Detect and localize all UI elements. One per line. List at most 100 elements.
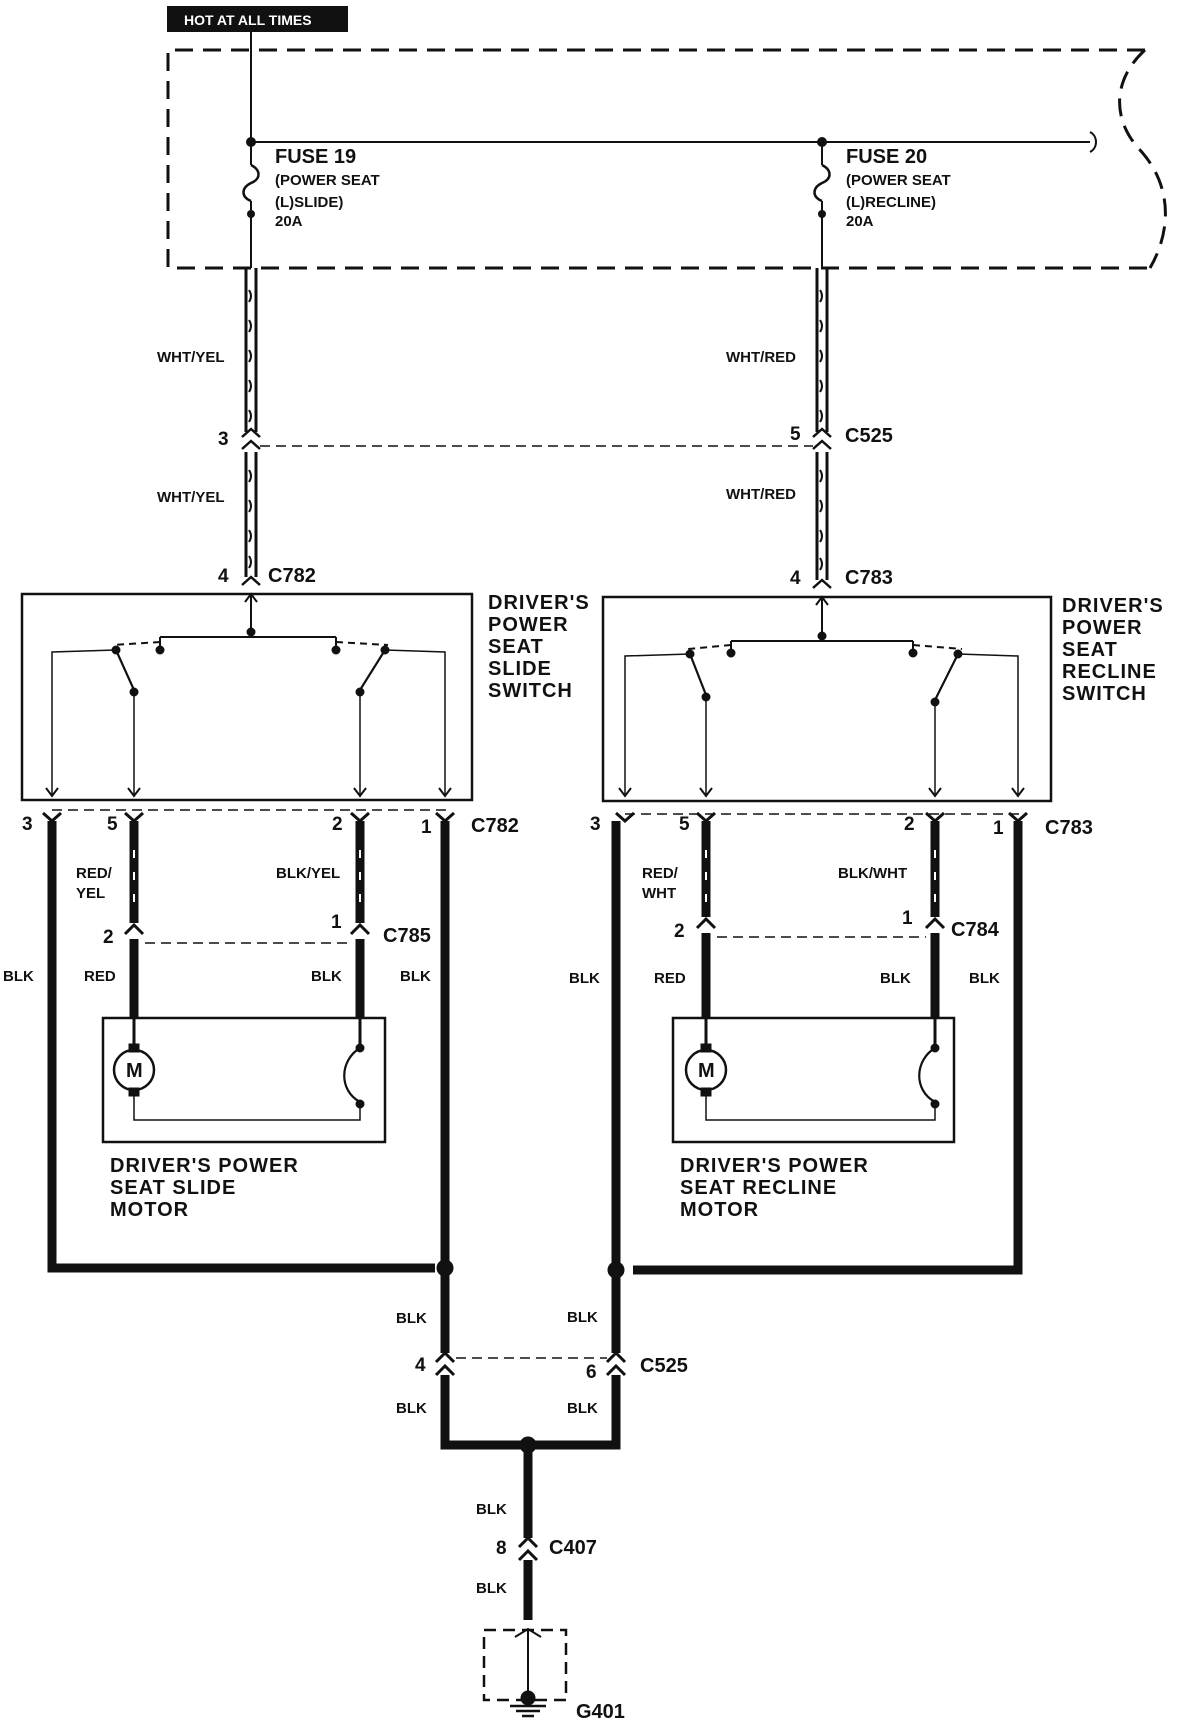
wire-label-blk: BLK <box>880 970 911 987</box>
feed-wire-tracer-marks <box>248 289 823 571</box>
pin-label: 5 <box>107 814 118 835</box>
connector-label-c525: C525 <box>845 425 893 447</box>
pin-label: 3 <box>218 429 229 450</box>
pin-label: 2 <box>332 814 343 835</box>
wire-label-blk: BLK <box>569 970 600 987</box>
connector-label-c407: C407 <box>549 1537 597 1559</box>
pin-label: 5 <box>790 424 801 445</box>
wire-label-wht-red: WHT/RED <box>726 486 796 503</box>
connector-label-c784: C784 <box>951 919 1000 941</box>
recline-motor-title-3: MOTOR <box>680 1199 759 1221</box>
wire-label-red: RED <box>654 970 686 987</box>
wire-label-blk-wht: BLK/WHT <box>838 865 907 882</box>
fuse-box-break-edge <box>1118 48 1167 269</box>
wire-label-blk: BLK <box>311 968 342 985</box>
recline-switch-title-5: SWITCH <box>1062 683 1147 705</box>
wire-label-wht-yel: WHT/YEL <box>157 489 225 506</box>
recline-switch-title-2: POWER <box>1062 617 1143 639</box>
recline-switch-title-3: SEAT <box>1062 639 1118 661</box>
slide-switch-title-1: DRIVER'S <box>488 592 590 614</box>
connector-label-c782: C782 <box>471 815 519 837</box>
fuse-box: HOT AT ALL TIMES FUSE 19 (POWER SEAT (L)… <box>166 6 1167 270</box>
fuse-icon <box>813 163 831 203</box>
wire-label-blk: BLK <box>476 1580 507 1597</box>
ground-label-g401: G401 <box>576 1701 625 1720</box>
hot-at-all-times-badge <box>167 6 348 32</box>
connector-icon <box>812 427 832 450</box>
fuse-icon <box>242 163 260 203</box>
feed-wires <box>241 268 832 589</box>
ground-wiring <box>434 1259 627 1718</box>
slide-motor-title-2: SEAT SLIDE <box>110 1177 236 1199</box>
slide-motor <box>101 1016 387 1144</box>
wire-label-red-yel: YEL <box>76 885 105 902</box>
pin-label: 1 <box>331 912 342 933</box>
ground-icon <box>510 1698 546 1718</box>
pin-label: 1 <box>902 908 913 929</box>
wire-label-blk: BLK <box>400 968 431 985</box>
pin-label: 3 <box>590 814 601 835</box>
splice-dot-icon <box>436 1259 454 1277</box>
slide-switch-title-2: POWER <box>488 614 569 636</box>
fuse20-desc-2: (L)RECLINE) <box>846 194 936 211</box>
slide-motor-title-1: DRIVER'S POWER <box>110 1155 299 1177</box>
pin-label: 4 <box>790 568 801 589</box>
connector-label-c783: C783 <box>845 567 893 589</box>
motor-symbol: M <box>698 1060 715 1082</box>
pin-label: 2 <box>904 814 915 835</box>
connector-icon <box>241 427 261 450</box>
pin-label: 6 <box>586 1362 597 1383</box>
slide-switch-title-4: SLIDE <box>488 658 552 680</box>
connector-label-c783: C783 <box>1045 817 1093 839</box>
fuse19-desc-2: (L)SLIDE) <box>275 194 343 211</box>
wire-label-blk: BLK <box>396 1400 427 1417</box>
recline-motor <box>671 1016 956 1144</box>
fuse20-rating: 20A <box>846 213 874 230</box>
wire-label-red-yel: RED/ <box>76 865 113 882</box>
pin-label: 1 <box>993 818 1004 839</box>
g401-ground-box <box>482 1628 568 1702</box>
connector-label-c525: C525 <box>640 1355 688 1377</box>
wire-label-red-wht: RED/ <box>642 865 679 882</box>
wire-label-blk: BLK <box>476 1501 507 1518</box>
slide-switch <box>20 592 474 811</box>
pin-label: 8 <box>496 1538 507 1559</box>
wire-label-blk: BLK <box>567 1309 598 1326</box>
recline-switch <box>601 595 1053 815</box>
pin-label: 4 <box>415 1355 426 1376</box>
wire-label-red: RED <box>84 968 116 985</box>
pin-label: 3 <box>22 814 33 835</box>
pin-label: 5 <box>679 814 690 835</box>
wire-tracer-marks <box>133 850 936 902</box>
wire-label-blk: BLK <box>969 970 1000 987</box>
bus-continuation-icon <box>1089 131 1097 153</box>
pin-label: 2 <box>103 927 114 948</box>
pin-label: 4 <box>218 566 229 587</box>
connector-label-c785: C785 <box>383 925 431 947</box>
fuse19-desc-1: (POWER SEAT <box>275 172 380 189</box>
fuse19-rating: 20A <box>275 213 303 230</box>
recline-switch-title-1: DRIVER'S <box>1062 595 1164 617</box>
wire-label-blk-yel: BLK/YEL <box>276 865 340 882</box>
fuse20-name: FUSE 20 <box>846 146 927 168</box>
recline-motor-title-1: DRIVER'S POWER <box>680 1155 869 1177</box>
recline-motor-title-2: SEAT RECLINE <box>680 1177 837 1199</box>
slide-switch-title-3: SEAT <box>488 636 544 658</box>
slide-motor-title-3: MOTOR <box>110 1199 189 1221</box>
wire-label-blk: BLK <box>567 1400 598 1417</box>
recline-switch-title-4: RECLINE <box>1062 661 1157 683</box>
hot-at-all-times-label: HOT AT ALL TIMES <box>184 12 312 28</box>
wire-label-red-wht: WHT <box>642 885 676 902</box>
connector-label-c782: C782 <box>268 565 316 587</box>
fuse19-name: FUSE 19 <box>275 146 356 168</box>
pin-label: 2 <box>674 921 685 942</box>
wire-label-blk: BLK <box>3 968 34 985</box>
recline-output-wires <box>611 811 1028 1353</box>
pin-label: 1 <box>421 817 432 838</box>
slide-switch-title-5: SWITCH <box>488 680 573 702</box>
fuse20-desc-1: (POWER SEAT <box>846 172 951 189</box>
wire-label-blk: BLK <box>396 1310 427 1327</box>
fuse-box-outline <box>166 48 1150 270</box>
splice-dot-icon <box>607 1261 625 1279</box>
